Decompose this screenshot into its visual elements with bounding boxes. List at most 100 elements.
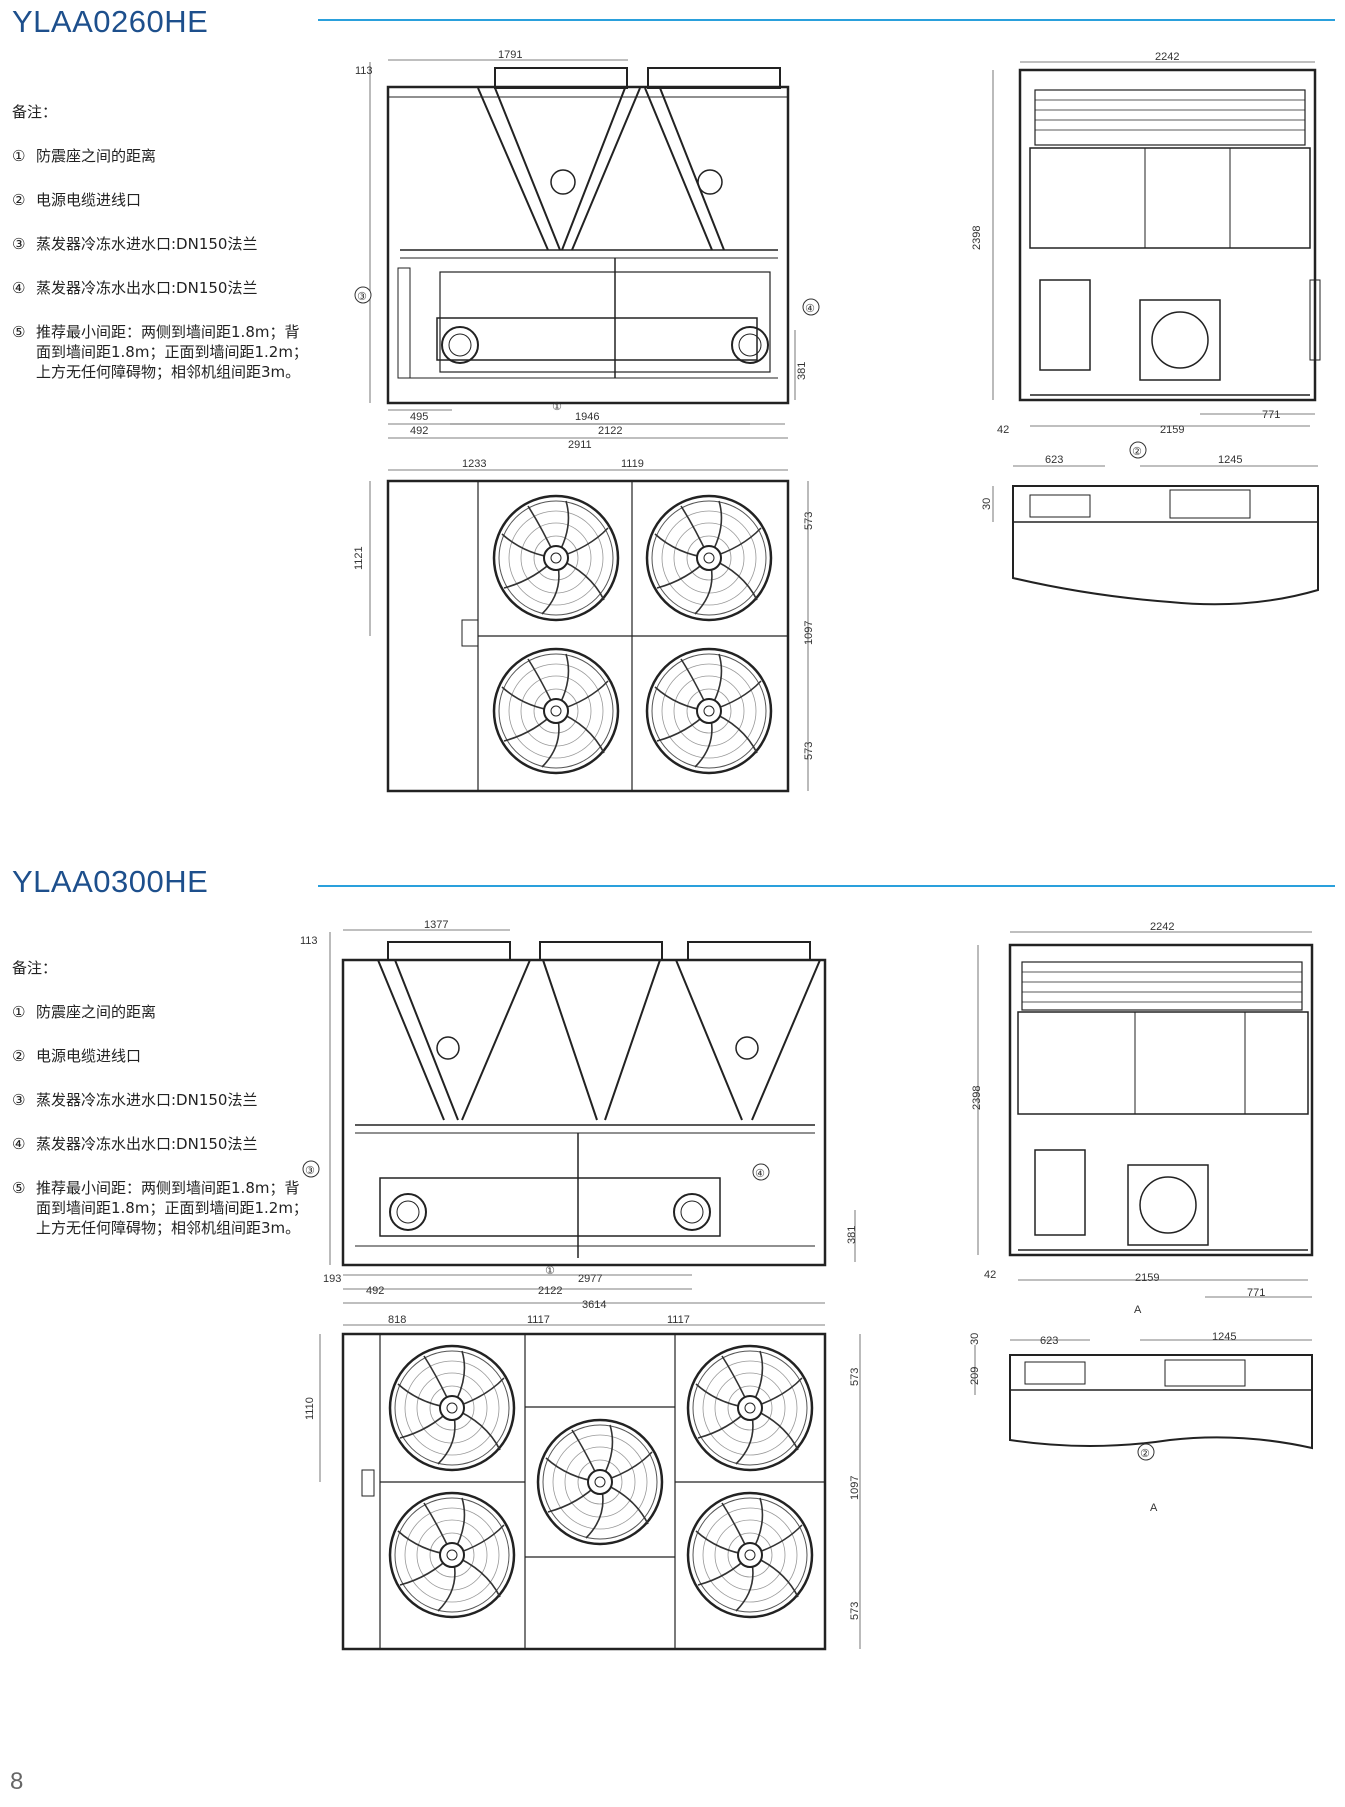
dim-label: 623	[1045, 454, 1063, 466]
dim-label: 30	[969, 1333, 981, 1345]
notes-heading: 备注：	[12, 959, 58, 977]
callout-outlet-2: ④	[752, 1163, 770, 1181]
dim-label: 2159	[1135, 1272, 1159, 1284]
front-dims-1	[369, 59, 796, 439]
svg-text:②: ②	[1140, 1448, 1150, 1460]
dim-label: 492	[366, 1285, 384, 1297]
dim-label: 1233	[462, 458, 486, 470]
fan-icon	[645, 647, 773, 775]
dim-label: 1117	[667, 1314, 690, 1326]
dim-label: 1946	[575, 411, 599, 423]
dim-label: 2122	[598, 425, 622, 437]
dim-label: 1097	[849, 1476, 861, 1500]
plan-view-1	[386, 479, 790, 793]
callout-anchor-1: ①	[552, 401, 562, 413]
fan-icon	[492, 647, 620, 775]
dim-label: 2122	[538, 1285, 562, 1297]
callout-inlet-1: ③	[354, 286, 372, 304]
svg-text:②: ②	[1132, 446, 1142, 458]
front-dims-2	[329, 929, 856, 1304]
dim-label: 381	[796, 362, 808, 380]
base-section-1	[1012, 485, 1319, 606]
dim-label: 381	[846, 1226, 858, 1244]
plan-dims-2	[319, 1324, 861, 1649]
dim-label: 1119	[621, 458, 644, 470]
fan-icon	[686, 1344, 814, 1472]
dim-label: 2242	[1155, 51, 1179, 63]
dim-label: 1791	[498, 49, 522, 61]
dim-label: 30	[981, 498, 993, 510]
svg-text:③: ③	[305, 1165, 315, 1177]
dim-label: 2159	[1160, 424, 1184, 436]
dim-label: 1110	[304, 1397, 316, 1420]
fan-icon	[388, 1491, 516, 1619]
dim-label: 2242	[1150, 921, 1174, 933]
section-dims-1	[992, 465, 1318, 522]
side-dims-2	[977, 931, 1312, 1298]
dim-label: 573	[803, 512, 815, 530]
section-title-2: YLAA0300HE	[12, 864, 209, 899]
dim-label: 2911	[568, 439, 592, 451]
callout-anchor-2: ①	[545, 1265, 555, 1277]
plan-dims-1	[369, 469, 809, 791]
side-view-2	[1008, 943, 1314, 1257]
dim-label: 818	[388, 1314, 406, 1326]
dim-label: 113	[300, 935, 318, 947]
dim-label: 193	[323, 1273, 341, 1285]
fan-icon	[492, 494, 620, 622]
dim-label: 1121	[353, 546, 365, 570]
dim-label: 573	[849, 1368, 861, 1386]
section-rule-2	[318, 885, 1335, 887]
dim-label: 573	[803, 742, 815, 760]
dim-label: 42	[984, 1269, 996, 1281]
dim-label: 1117	[527, 1314, 550, 1326]
dim-label: 1245	[1212, 1331, 1236, 1343]
dim-label: 492	[410, 425, 428, 437]
dim-label: 1245	[1218, 454, 1242, 466]
dim-label: 771	[1247, 1287, 1265, 1299]
section-marker: A	[1134, 1304, 1142, 1316]
svg-text:③: ③	[357, 291, 367, 303]
dim-label: 2398	[971, 1086, 983, 1110]
front-view-1	[386, 67, 790, 405]
callout-inlet-2: ③	[302, 1160, 320, 1178]
section-rule-1	[318, 19, 1335, 21]
dim-label: 1097	[803, 621, 815, 645]
fan-icon	[686, 1491, 814, 1619]
dim-label: 623	[1040, 1335, 1058, 1347]
section-dims-2	[974, 1339, 1312, 1395]
dim-label: 42	[997, 424, 1009, 436]
front-view-2	[341, 941, 827, 1267]
dim-label: 3614	[582, 1299, 606, 1311]
dim-label: 771	[1262, 409, 1280, 421]
fan-icon	[388, 1344, 516, 1472]
fan-icon	[645, 494, 773, 622]
dim-label: 1377	[424, 919, 448, 931]
side-view-1	[1018, 68, 1321, 402]
fan-icon	[536, 1418, 664, 1546]
side-dims-1	[992, 61, 1315, 427]
section-title-1: YLAA0260HE	[12, 4, 209, 39]
callout-power-2: ②	[1137, 1443, 1155, 1461]
svg-text:④: ④	[755, 1168, 765, 1180]
dim-label: 2977	[578, 1273, 602, 1285]
svg-text:④: ④	[805, 303, 815, 315]
dim-label: 495	[410, 411, 428, 423]
dim-label: 113	[355, 65, 373, 77]
base-section-2	[1009, 1354, 1313, 1450]
page-number: 8	[10, 1768, 24, 1795]
notes-heading: 备注：	[12, 103, 58, 121]
